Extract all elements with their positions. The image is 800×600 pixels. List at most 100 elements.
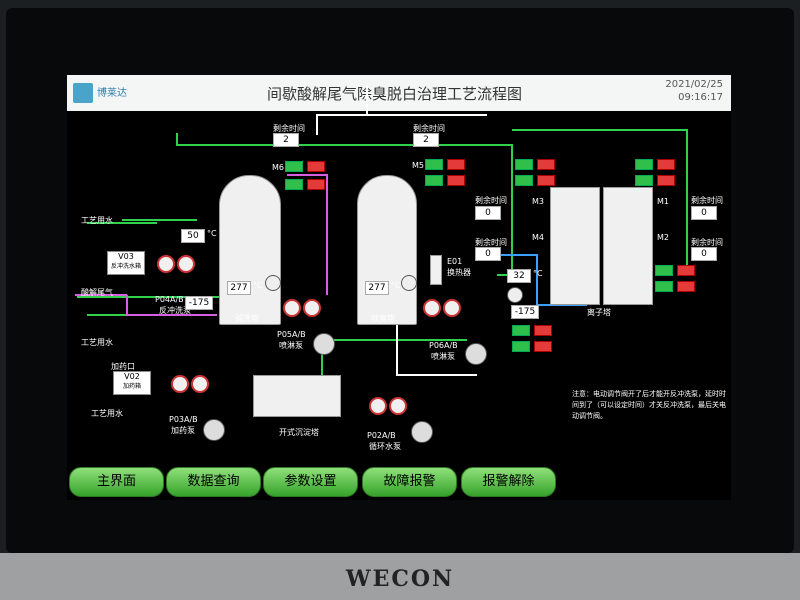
p02-sub-label: 循环水泵 <box>369 442 401 451</box>
pressure-a[interactable]: -175 <box>185 296 213 310</box>
pump-p02b[interactable] <box>389 397 407 415</box>
v03-sub-label: 反冲洗水箱 <box>110 263 141 270</box>
tower-2-label: 除臭塔 <box>371 314 395 323</box>
m2-indicator-2 <box>677 265 695 276</box>
p05-control-button[interactable] <box>313 333 335 355</box>
company-name: 博莱达 <box>97 88 127 99</box>
magenta-pipe-1 <box>126 295 217 316</box>
pump-p06b[interactable] <box>443 299 461 317</box>
p06-label: P06A/B <box>429 341 458 350</box>
pump-p04a[interactable] <box>157 255 175 273</box>
timer-label-1: 剩余时间 <box>273 124 305 133</box>
white-pipe-return <box>396 320 477 376</box>
temperature-c[interactable]: 277 <box>365 281 389 295</box>
timer-value-4[interactable]: 0 <box>475 247 501 261</box>
motor-m5-label: M5 <box>412 161 424 170</box>
nav-settings-button[interactable]: 参数设置 <box>263 467 358 497</box>
m5-indicator-1 <box>425 159 443 170</box>
timer-label-4: 剩余时间 <box>475 238 507 247</box>
temp-a-unit: °C <box>207 229 217 238</box>
pressure-b[interactable]: -175 <box>511 305 539 319</box>
p02-label: P02A/B <box>367 431 396 440</box>
temp-c-unit: °C <box>391 281 401 290</box>
tower-1-label: 碱洗塔 <box>235 314 259 323</box>
ion-indicator-2 <box>537 159 555 170</box>
timer-value-6[interactable]: 0 <box>691 247 717 261</box>
temperature-a[interactable]: 50 <box>181 229 205 243</box>
settling-tank-label: 开式沉淀塔 <box>279 428 319 437</box>
motor-m4-label: M4 <box>532 233 544 242</box>
white-pipe-top <box>316 114 487 135</box>
pump-p03a[interactable] <box>171 375 189 393</box>
ion-indicator-8 <box>657 175 675 186</box>
page-title: 间歇酸解尾气除臭脱白治理工艺流程图 <box>267 85 523 103</box>
nav-alarm-reset-button[interactable]: 报警解除 <box>461 467 556 497</box>
green-pipe-ion <box>512 129 688 275</box>
p05-label: P05A/B <box>277 330 306 339</box>
p03-label: P03A/B <box>169 415 198 424</box>
timer-label-6: 剩余时间 <box>691 238 723 247</box>
ph-gauge-1 <box>265 275 281 291</box>
nav-fault-alarm-button[interactable]: 故障报警 <box>362 467 457 497</box>
date-text: 2021/02/25 <box>665 79 723 90</box>
water-label-3: 工艺用水 <box>91 409 123 418</box>
timer-label-2: 剩余时间 <box>413 124 445 133</box>
header-bar: 博莱达 间歇酸解尾气除臭脱白治理工艺流程图 2021/02/25 09:16:1… <box>67 75 731 111</box>
m6-indicator-2 <box>307 161 325 172</box>
ion-gauge <box>507 287 523 303</box>
motor-m3-label: M3 <box>532 197 544 206</box>
m4-indicator-1 <box>512 325 530 336</box>
p04-label: P04A/B <box>155 295 184 304</box>
ph-gauge-2 <box>401 275 417 291</box>
water-label-1: 工艺用水 <box>81 216 113 225</box>
m4-indicator-3 <box>512 341 530 352</box>
acid-gas-label: 酸解尾气 <box>81 288 113 297</box>
m4-indicator-2 <box>534 325 552 336</box>
timer-value-3[interactable]: 0 <box>475 206 501 220</box>
company-logo-icon <box>73 83 93 103</box>
motor-m1-label: M1 <box>657 197 669 206</box>
p03-sub-label: 加药泵 <box>171 426 195 435</box>
ion-indicator-5 <box>635 159 653 170</box>
e01-sub-label: 换热器 <box>447 268 471 277</box>
m6-indicator-3 <box>285 179 303 190</box>
datetime: 2021/02/25 09:16:17 <box>665 78 723 104</box>
p03-control-button[interactable] <box>203 419 225 441</box>
tower-1 <box>219 175 281 325</box>
temp-b-unit: °C <box>253 281 263 290</box>
pump-p02a[interactable] <box>369 397 387 415</box>
m5-indicator-4 <box>447 175 465 186</box>
ion-tower-label: 离子塔 <box>587 308 611 317</box>
m2-indicator-1 <box>655 265 673 276</box>
timer-value-5[interactable]: 0 <box>691 206 717 220</box>
brand-logo: WECON <box>345 566 455 592</box>
m5-indicator-3 <box>425 175 443 186</box>
timer-label-5: 剩余时间 <box>691 196 723 205</box>
pump-p06a[interactable] <box>423 299 441 317</box>
ion-tower-1 <box>550 187 600 305</box>
m2-indicator-4 <box>677 281 695 292</box>
v02-sub-label: 加药箱 <box>122 383 141 390</box>
pump-p04b[interactable] <box>177 255 195 273</box>
timer-value-1[interactable]: 2 <box>273 133 299 147</box>
pump-p05b[interactable] <box>303 299 321 317</box>
e01-label: E01 <box>447 257 463 266</box>
tower-2 <box>357 175 417 325</box>
m4-indicator-4 <box>534 341 552 352</box>
m5-indicator-2 <box>447 159 465 170</box>
p06-sub-label: 喷淋泵 <box>431 352 455 361</box>
timer-value-2[interactable]: 2 <box>413 133 439 147</box>
monitor-frame <box>0 553 800 600</box>
nav-main-button[interactable]: 主界面 <box>69 467 164 497</box>
temperature-b[interactable]: 277 <box>227 281 251 295</box>
p02-control-button[interactable] <box>411 421 433 443</box>
nav-data-query-button[interactable]: 数据查询 <box>166 467 261 497</box>
ion-tower-2 <box>603 187 653 305</box>
pump-p05a[interactable] <box>283 299 301 317</box>
motor-m2-label: M2 <box>657 233 669 242</box>
p06-control-button[interactable] <box>465 343 487 365</box>
ion-indicator-7 <box>635 175 653 186</box>
pump-p03b[interactable] <box>191 375 209 393</box>
ion-indicator-1 <box>515 159 533 170</box>
temperature-d[interactable]: 32 <box>507 269 531 283</box>
